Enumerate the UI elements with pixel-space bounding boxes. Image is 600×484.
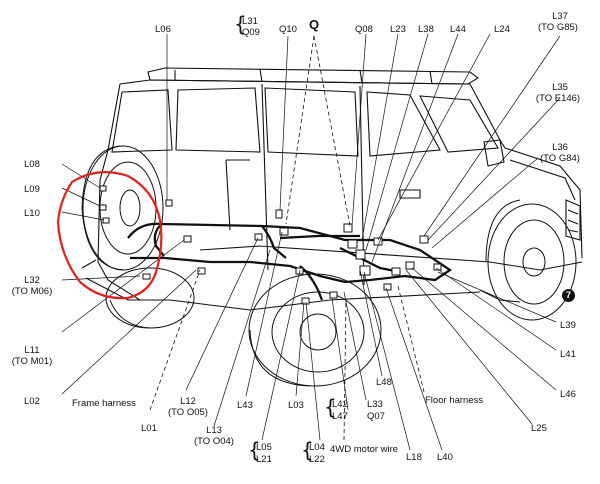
label-l32: L32 bbox=[24, 275, 40, 286]
label-l43: L43 bbox=[237, 400, 253, 411]
body-outline bbox=[81, 67, 583, 311]
label-l09: L09 bbox=[24, 184, 40, 195]
label-l48: L48 bbox=[376, 377, 392, 388]
label-l03: L03 bbox=[288, 400, 304, 411]
label-q07: Q07 bbox=[367, 411, 385, 422]
label-l42: L42 bbox=[332, 399, 348, 410]
brace-l05-l21: { bbox=[248, 438, 261, 462]
label-l44: L44 bbox=[450, 24, 466, 35]
label-l02: L02 bbox=[24, 396, 40, 407]
label-l22: L22 bbox=[309, 454, 325, 465]
label-l37-to: (TO G85) bbox=[538, 22, 578, 33]
label-l35: L35 bbox=[552, 82, 568, 93]
label-l12-to: (TO O05) bbox=[168, 407, 208, 418]
label-l46: L46 bbox=[560, 389, 576, 400]
label-l04: L04 bbox=[309, 442, 325, 453]
label-l38: L38 bbox=[418, 24, 434, 35]
label-l12: L12 bbox=[180, 396, 196, 407]
label-l21: L21 bbox=[256, 454, 272, 465]
label-l36: L36 bbox=[552, 142, 568, 153]
label-l41: L41 bbox=[560, 349, 576, 360]
label-l11-to: (TO M01) bbox=[11, 356, 53, 367]
label-q08: Q08 bbox=[355, 24, 373, 35]
label-l18: L18 bbox=[406, 452, 422, 463]
label-l06: L06 bbox=[155, 24, 171, 35]
label-q: Q bbox=[309, 17, 320, 32]
label-l37: L37 bbox=[552, 11, 568, 22]
harness-connectors bbox=[99, 185, 442, 305]
label-l32-to: (TO M06) bbox=[11, 286, 53, 297]
label-l39: L39 bbox=[560, 320, 576, 331]
label-l13-to: (TO O04) bbox=[194, 436, 234, 447]
leader-lines bbox=[61, 33, 561, 451]
brace-l42-l47: { bbox=[324, 395, 337, 419]
label-l33: L33 bbox=[367, 399, 383, 410]
label-l01: L01 bbox=[141, 423, 157, 434]
label-l10: L10 bbox=[24, 208, 40, 219]
label-frame-harness: Frame harness bbox=[72, 398, 136, 409]
rear-wheel bbox=[105, 267, 195, 329]
label-l35-to: (TO E146) bbox=[535, 93, 581, 104]
label-q09: Q09 bbox=[242, 27, 260, 38]
label-l24: L24 bbox=[494, 24, 510, 35]
label-l31: L31 bbox=[242, 16, 258, 27]
label-l40: L40 bbox=[437, 452, 453, 463]
label-floor-harness: Floor harness bbox=[425, 395, 484, 406]
label-l25: L25 bbox=[531, 423, 547, 434]
brace-l31-q09: { bbox=[234, 12, 247, 36]
label-l47: L47 bbox=[332, 411, 348, 422]
spare-tire bbox=[81, 145, 164, 271]
front-wheel bbox=[485, 199, 577, 321]
brace-l04-l22: { bbox=[301, 438, 314, 462]
label-l08: L08 bbox=[24, 159, 40, 170]
label-l36-to: (TO G84) bbox=[540, 153, 580, 164]
dashed-leaders bbox=[149, 35, 425, 441]
label-l11: L11 bbox=[24, 345, 40, 356]
label-l05: L05 bbox=[256, 442, 272, 453]
label-l13: L13 bbox=[206, 425, 222, 436]
highlight-circle bbox=[56, 171, 163, 300]
label-l23: L23 bbox=[390, 24, 406, 35]
label-4wd-motor-wire: 4WD motor wire bbox=[330, 444, 399, 455]
callout-badge-7: 7 bbox=[562, 289, 575, 302]
label-q10: Q10 bbox=[279, 24, 297, 35]
